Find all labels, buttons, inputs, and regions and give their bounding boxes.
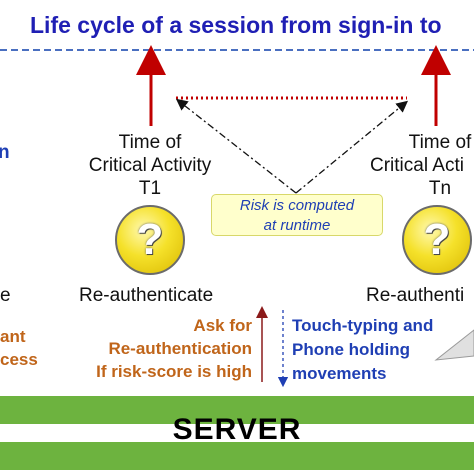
reauthenticate-label-left: Re-authenticate bbox=[79, 285, 214, 306]
ask-text-line3: If risk-score is high bbox=[96, 362, 252, 381]
touch-text-line2: Phone holding bbox=[292, 340, 411, 359]
ask-reauth-text: Ask for Re-authentication If risk-score … bbox=[84, 314, 252, 383]
activity-t1-label: Time of Critical Activity T1 bbox=[80, 131, 220, 200]
ask-text-line1: Ask for bbox=[193, 316, 252, 335]
activity-t1-line3: T1 bbox=[138, 178, 162, 199]
touch-typing-text: Touch-typing and Phone holding movements bbox=[292, 314, 433, 386]
left-edge-reauth-fragment: e bbox=[0, 285, 11, 306]
activity-tn-line1: Time of bbox=[408, 132, 472, 153]
server-bar-bottom bbox=[0, 442, 474, 470]
activity-tn-line2: Critical Acti bbox=[370, 155, 464, 176]
activity-tn-line3: Tn bbox=[428, 178, 452, 199]
server-bar-top bbox=[0, 396, 474, 424]
activity-tn-label: Time of Critical Acti Tn bbox=[370, 131, 474, 200]
question-mark-icon: ? bbox=[402, 205, 472, 275]
touch-text-line1: Touch-typing and bbox=[292, 316, 434, 335]
reauthenticate-label-right: Re-authenti bbox=[366, 285, 465, 306]
risk-box-line2: at runtime bbox=[263, 217, 331, 234]
activity-t1-line2: Critical Activity bbox=[88, 155, 212, 176]
risk-computation-box: Risk is computed at runtime bbox=[211, 194, 383, 236]
left-edge-text: ant cess bbox=[0, 325, 38, 371]
touch-text-line3: movements bbox=[292, 364, 387, 383]
left-edge-line2: cess bbox=[0, 350, 38, 369]
server-label: SERVER bbox=[172, 413, 302, 446]
question-mark-icon: ? bbox=[115, 205, 185, 275]
risk-box-line1: Risk is computed bbox=[239, 197, 355, 214]
dashdot-arrow-icon bbox=[175, 98, 297, 194]
left-edge-line1: ant bbox=[0, 327, 26, 346]
left-edge-marker: n bbox=[0, 142, 10, 163]
activity-t1-line1: Time of bbox=[118, 132, 182, 153]
dashdot-arrow-icon bbox=[295, 100, 409, 194]
diagram-title: Life cycle of a session from sign-in to bbox=[30, 12, 442, 38]
grey-pointer-shape bbox=[434, 329, 474, 361]
ask-text-line2: Re-authentication bbox=[108, 339, 252, 358]
